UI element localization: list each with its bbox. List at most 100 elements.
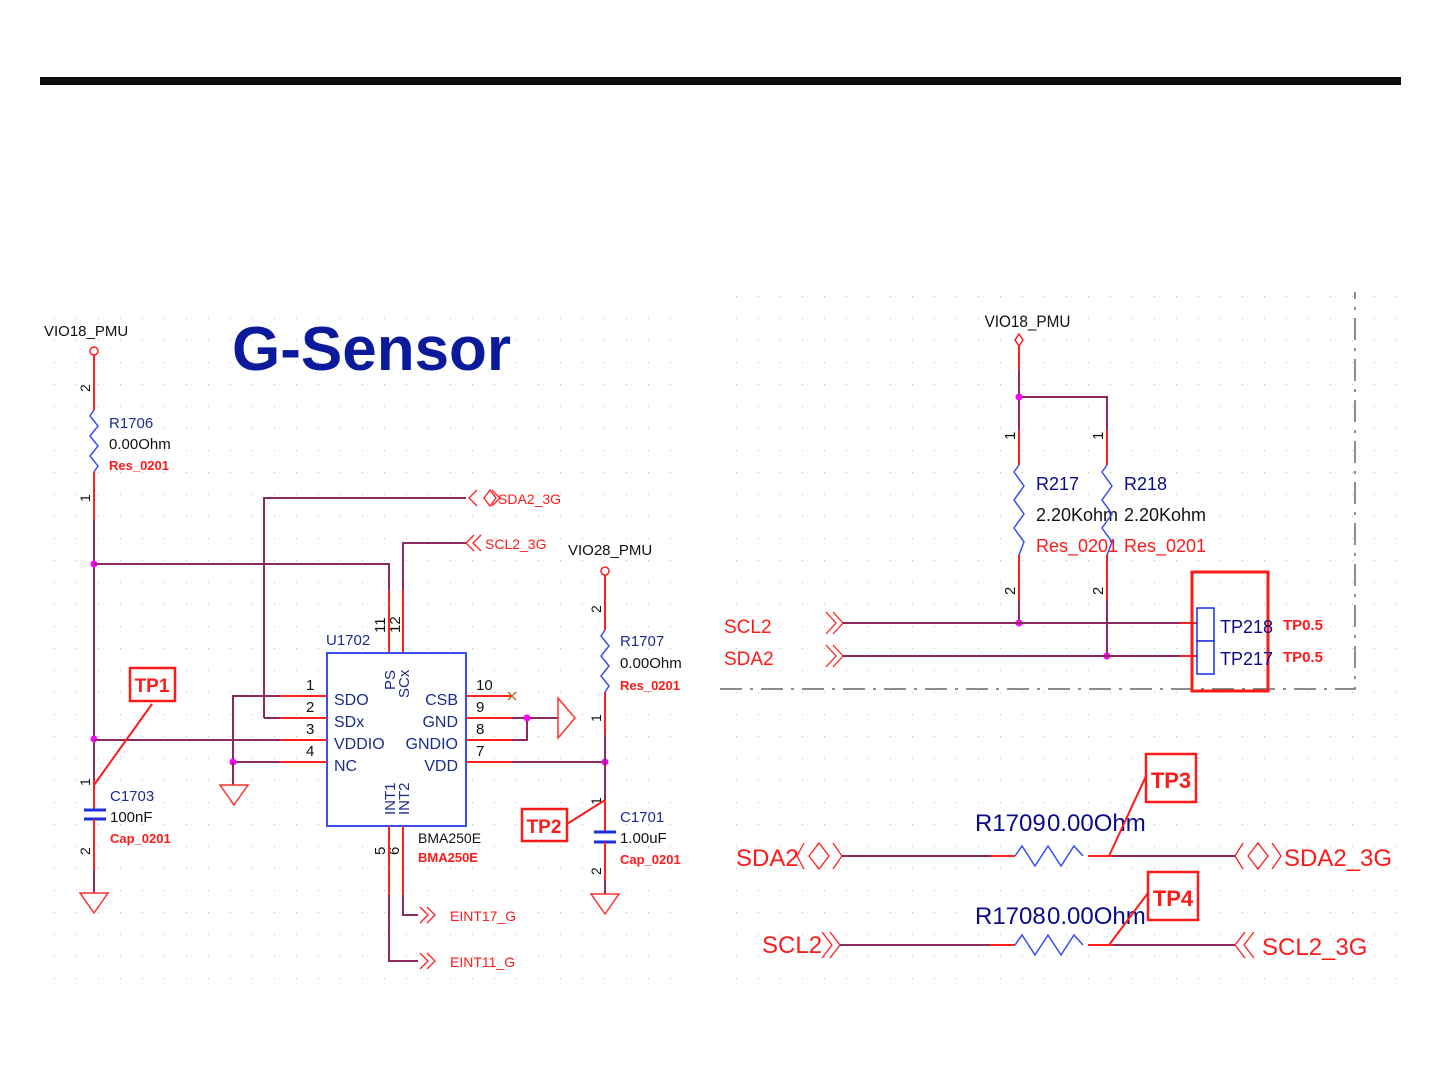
pin-num: 3 [306, 721, 314, 738]
page-title: G-Sensor [232, 315, 511, 384]
pin-name: NC [334, 758, 357, 775]
r1707-value: 0.00Ohm [620, 655, 682, 672]
tp218-ref: TP218 [1220, 617, 1273, 637]
tp217-value: TP0.5 [1283, 649, 1323, 666]
tp-label: TP3 [1151, 768, 1191, 793]
port-label-sda2: SDA2 [724, 649, 774, 670]
r218-ref: R218 [1124, 474, 1167, 494]
tp-label: TP2 [527, 817, 562, 838]
tp-label: TP1 [135, 676, 170, 697]
chip-footprint: BMA250E [418, 850, 478, 865]
net-label-scl2-3g: SCL2_3G [485, 536, 546, 552]
c1701-footprint: Cap_0201 [620, 852, 681, 867]
c1701-ref: C1701 [620, 809, 664, 826]
port-label-sda2-left: SDA2 [736, 845, 799, 872]
output-port-icon [1234, 931, 1246, 959]
chip-left-pins: 1 2 3 4 SDO SDx VDDIO NC [280, 677, 385, 775]
pin-num: 1 [588, 797, 604, 805]
pin-name: VDDIO [334, 736, 385, 753]
bidir-port-icon [468, 489, 478, 507]
r1709-value: 0.00Ohm [1047, 810, 1146, 837]
pin-num: 2 [588, 605, 604, 613]
left-schematic: VIO18_PMU 2 R1706 0.00Ohm Res_0201 1 SDA… [44, 323, 682, 970]
net-label-eint17: EINT17_G [450, 908, 516, 924]
ground-icon [78, 892, 110, 915]
test-point-tp2 [520, 807, 569, 843]
pin-num: 10 [476, 677, 493, 694]
r218-value: 2.20Kohm [1124, 505, 1206, 525]
input-port-icon [825, 611, 837, 635]
pin-num: 7 [476, 743, 484, 760]
resistor-icon [1101, 464, 1113, 556]
r1706-footprint: Res_0201 [109, 458, 169, 473]
resistor-icon [89, 409, 99, 473]
power-port-icon [600, 566, 610, 576]
pin-num: 8 [476, 721, 484, 738]
pin-num: 6 [386, 847, 403, 855]
port-label-scl2: SCL2 [724, 617, 772, 638]
r217-value: 2.20Kohm [1036, 505, 1118, 525]
right-bottom-schematic: SDA2 R1709 0.00Ohm TP3 SDA2_3G SCL2 R170… [736, 752, 1392, 961]
chip-right-pins: 10 9 8 7 CSB GND GNDIO VDD [406, 677, 512, 775]
bidir-port-icon [796, 842, 805, 870]
tp-label: TP4 [1153, 886, 1194, 911]
pin-name: CSB [425, 692, 458, 709]
resistor-icon [1013, 464, 1025, 556]
pin-num: 1 [77, 494, 93, 502]
chip-ref: U1702 [326, 632, 370, 649]
r217-footprint: Res_0201 [1036, 536, 1118, 557]
net-label-sda2-3g: SDA2_3G [498, 491, 561, 507]
test-point-tp4 [1146, 870, 1200, 922]
pin-num: 2 [1090, 587, 1107, 595]
r1707-footprint: Res_0201 [620, 678, 680, 693]
port-label-scl2-3g: SCL2_3G [1262, 934, 1367, 961]
c1703-footprint: Cap_0201 [110, 831, 171, 846]
r217-ref: R217 [1036, 474, 1079, 494]
pin-num: 4 [306, 743, 314, 760]
resistor-icon [600, 629, 610, 693]
pin-name: SDx [334, 714, 364, 731]
port-label-sda2-3g: SDA2_3G [1284, 845, 1392, 872]
title-rule [40, 77, 1401, 85]
pin-num: 2 [306, 699, 314, 716]
ground-icon [218, 784, 250, 807]
power-label-vio18-right: VIO18_PMU [985, 312, 1071, 331]
test-point-tp3 [1144, 752, 1198, 804]
pin-num: 9 [476, 699, 484, 716]
pin-name: VDD [424, 758, 458, 775]
r1707-ref: R1707 [620, 633, 664, 650]
input-port-icon [821, 931, 833, 959]
pin-num: 12 [387, 616, 404, 633]
pin-num: 11 [372, 617, 389, 633]
r1706-ref: R1706 [109, 415, 153, 432]
pin-num: 1 [77, 778, 93, 786]
chip-part: BMA250E [418, 830, 481, 846]
pin-num: 1 [588, 714, 604, 722]
output-port-icon [419, 952, 429, 970]
pin-num: 1 [306, 677, 314, 694]
r1708-ref: R1708 [975, 903, 1046, 930]
pin-num: 1 [1090, 432, 1107, 440]
dashed-boundary [720, 292, 1356, 690]
input-port-icon [825, 644, 837, 668]
bidir-port-icon [1234, 842, 1244, 870]
grid-right [720, 290, 1400, 990]
r218-footprint: Res_0201 [1124, 536, 1206, 557]
tp217-ref: TP217 [1220, 649, 1273, 669]
ground-icon [589, 893, 621, 916]
test-point-pad [1196, 640, 1215, 675]
test-point-pad [1196, 607, 1215, 642]
no-connect-icon [507, 691, 517, 701]
grid-left [40, 300, 685, 990]
net-label-eint11: EINT11_G [450, 954, 515, 970]
pin-name: PS [382, 670, 399, 690]
output-port-icon [419, 906, 429, 924]
test-point-tp1 [128, 666, 177, 703]
pin-num: 1 [1002, 432, 1019, 440]
port-label-scl2-left: SCL2 [762, 932, 822, 959]
pin-name: GND [422, 714, 458, 731]
pin-name: SDO [334, 692, 369, 709]
pin-name: INT2 [396, 782, 413, 815]
pin-num: 2 [1002, 587, 1019, 595]
